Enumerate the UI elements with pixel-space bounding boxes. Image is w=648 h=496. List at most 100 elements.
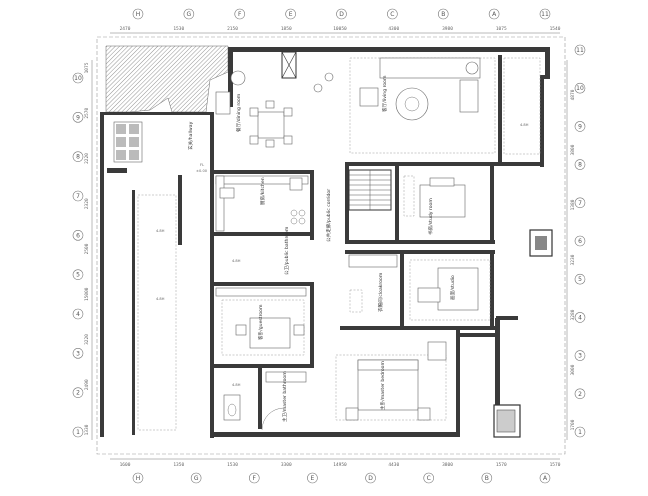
dimension-value: 1380 [570,199,576,210]
grid-bubble: 5 [72,269,84,280]
dimension-value: 4430 [388,462,399,468]
grid-bubble: 10 [72,72,84,84]
grid-bubble: 3 [574,350,586,361]
study-furniture [403,175,466,218]
room-label-study: 书房/study room [427,198,434,235]
elevation-tag: 4.8H [232,383,241,387]
room-label-master-bedroom: 主卧/master bedroom [379,361,386,410]
grid-bubble-label: 9 [578,123,582,130]
grid-bubble: 4 [72,308,84,320]
grid-bubble: B [481,472,493,484]
dimension-value: 2570 [84,108,90,119]
cloakroom-studio-furniture [348,254,491,321]
grid-bubble-label: H [136,475,141,482]
grid-bubble-label: 11 [541,11,549,18]
grid-bubble: G [190,472,202,484]
room-label-kitchen: 厨房/kitchen [259,177,266,205]
staircase [348,169,392,211]
dimension-value: 1075 [496,26,507,32]
elevation-tags: FL ±0.00 4.8H 4.8H 4.8H 4.8H 4.8H [156,123,529,387]
room-label-dining: 餐厅/dining room [235,93,242,132]
grid-bubble-label: 11 [576,47,584,54]
grid-bubble: 6 [72,230,84,241]
grid-bubble-label: 5 [578,276,582,283]
dimension-value: 4300 [388,26,399,32]
grid-bubble: 3 [72,348,84,359]
grid-bubble-label: D [368,475,373,482]
dimension-value: 4870 [570,89,576,100]
dimension-value: 3300 [281,462,292,468]
grid-bubble-label: E [289,11,293,18]
grid-bubble-label: 2 [578,391,582,398]
dimension-value: 1540 [550,26,561,32]
left-terrace [137,194,177,431]
grid-bubble-label: 1 [76,429,80,436]
dimension-value: 2150 [227,26,238,32]
grid-bubble: 11 [574,44,586,56]
balcony [503,57,541,155]
room-label-hallway: 玄关/hallway [187,121,194,150]
dimension-value: 1570 [496,462,507,468]
grid-bubble-label: 7 [76,193,80,200]
master-bath-fixtures [223,371,307,431]
grid-bubble-label: A [543,475,548,482]
dimension-value: 15000 [84,287,90,301]
grid-bubble-label: F [238,11,242,18]
room-label-corridor: 公共走廊/public corridor [325,189,332,242]
grid-bubble: B [437,8,449,20]
master-bedroom-furniture [335,341,447,421]
grid-bubble-label: 9 [76,114,80,121]
grid-bubble: D [365,472,376,484]
grid-bubble: F [234,8,246,20]
grid-bubble-label: 1 [578,429,582,436]
grid-bubble-label: G [187,11,192,18]
dimension-value: 2470 [120,26,131,32]
elevation-tag: 4.8H [232,259,241,263]
grid-bubble-label: 8 [76,154,80,161]
grid-bubble: 9 [72,112,84,123]
grid-bubble-label: 4 [76,311,80,318]
dimension-value: 1330 [84,424,90,435]
grid-bubble: 9 [574,121,586,132]
grid-bubble-label: H [136,11,141,18]
elevation-tag: ±0.00 [196,169,208,173]
grid-bubble-label: C [390,11,394,18]
room-label-living: 客厅/living room [381,75,388,112]
dimension-chains [91,32,568,460]
room-label-cloakroom: 衣帽间/cloakroom [377,272,384,312]
grid-axis-left: 10 9 8 7 6 5 4 3 2 1 [72,72,84,438]
room-labels: 客厅/living room 餐厅/dining room 厨房/kitchen… [187,75,456,422]
dimension-value: 3220 [84,334,90,345]
grid-bubble: D [336,8,347,20]
room-label-studio: 画室/studio [449,275,456,300]
dimension-value: 3000 [570,364,576,375]
dimension-value: 1570 [550,462,561,468]
grid-bubble: 2 [72,387,84,398]
grid-bubble-label: 10 [74,75,82,82]
dimension-value: 1850 [281,26,292,32]
grid-bubble-label: D [339,11,344,18]
grid-bubble-label: 3 [578,353,582,360]
grid-bubble: C [423,472,435,484]
grid-bubble: 8 [72,151,84,162]
dimension-value: 3980 [442,26,453,32]
dimension-value: 1700 [570,419,576,430]
grid-bubble-label: 6 [76,232,80,239]
grid-bubble: 2 [574,388,586,400]
grid-bubble-label: B [485,475,489,482]
dimension-value: 2220 [84,153,90,164]
grid-bubble: 6 [574,235,586,247]
grid-bubble-label: B [441,11,445,18]
grid-bubble: E [285,8,296,20]
living-room-furniture [313,57,496,154]
grid-bubble: 10 [574,82,586,94]
drawing-frame [96,36,566,455]
dimension-value: 3280 [570,309,576,320]
elevation-tag: FL [200,163,204,167]
grid-bubble: F [248,472,260,484]
grid-bubble: 5 [574,273,586,285]
room-label-master-bath: 主卫/master bathroom [281,371,288,422]
